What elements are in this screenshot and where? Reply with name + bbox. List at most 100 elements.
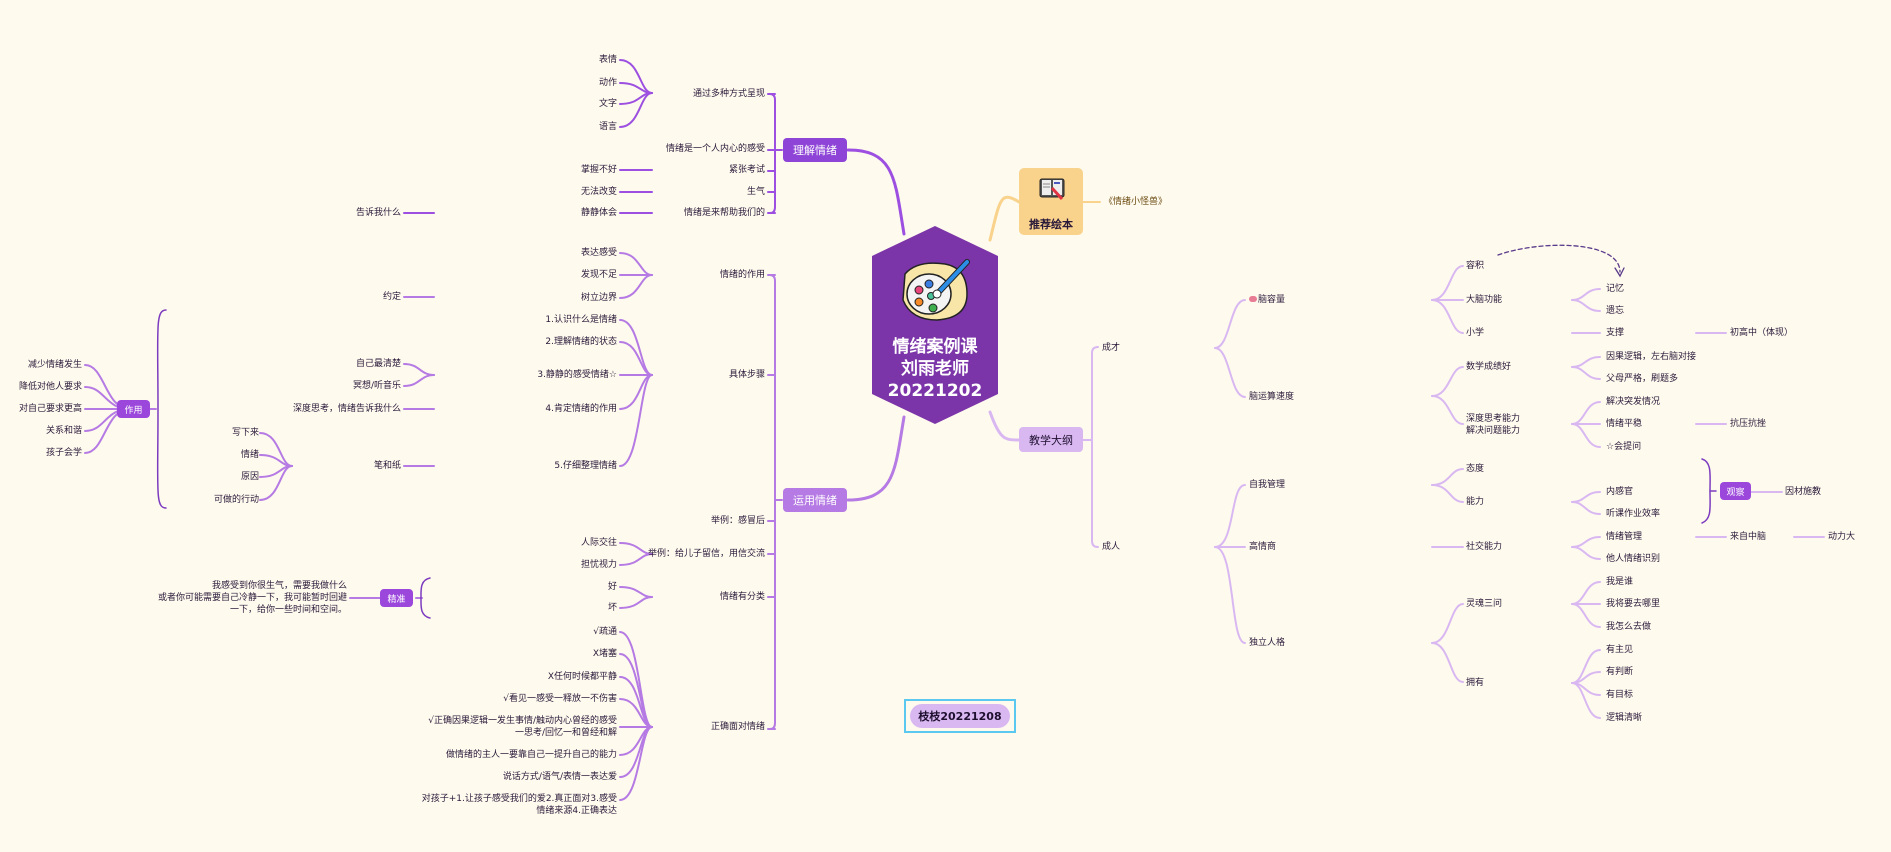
node[interactable]: 紧张考试 [728,165,765,175]
topic-precise[interactable]: 精准 [380,589,413,607]
node[interactable]: 树立边界 [580,293,617,303]
node[interactable]: 支撑 [1606,328,1625,338]
node[interactable]: 笔和纸 [373,461,401,471]
node[interactable]: 独立人格 [1249,638,1286,648]
node[interactable]: 深度思考，情绪告诉我什么 [292,404,401,414]
node[interactable]: 情绪是来帮助我们的 [683,208,765,218]
node[interactable]: 我怎么去做 [1606,622,1652,632]
floating-topic-selected[interactable]: 枝枝20221208 [904,699,1016,733]
node[interactable]: 生气 [746,187,765,197]
node[interactable]: 静静体会 [580,208,617,218]
node[interactable]: 听课作业效率 [1606,509,1661,519]
node[interactable]: 5.仔细整理情绪 [554,461,617,471]
node[interactable]: 解决突发情况 [1606,397,1661,407]
node[interactable]: 坏 [607,603,617,613]
node[interactable]: ☆会提问 [1606,442,1642,452]
topic-syllabus[interactable]: 教学大纲 [1019,427,1083,452]
node[interactable]: 成才 [1102,343,1121,353]
node[interactable]: 人际交往 [580,538,617,548]
node[interactable]: √疏通 [593,627,617,637]
node[interactable]: 因材施教 [1785,487,1822,497]
node[interactable]: 抗压抗挫 [1730,419,1767,429]
node[interactable]: 担忧视力 [580,560,617,570]
node[interactable]: 举例：感冒后 [710,516,765,526]
node[interactable]: 成人 [1102,542,1121,552]
node[interactable]: 小学 [1466,328,1485,338]
node[interactable]: 好 [607,582,617,592]
node[interactable]: 记忆 [1606,284,1625,294]
node[interactable]: 内感官 [1606,487,1634,497]
node[interactable]: 动作 [598,78,617,88]
node[interactable]: X堵塞 [592,649,617,659]
node[interactable]: 情绪有分类 [719,592,765,602]
node[interactable]: 情绪是一个人内心的感受 [665,144,765,154]
node[interactable]: 灵魂三问 [1466,599,1503,609]
node[interactable]: 可做的行动 [213,495,259,505]
node-precise-text[interactable]: 我感受到你很生气，需要我做什么 或者你可能需要自己冷静一下，我可能暂时回避 一下… [157,581,347,615]
node[interactable]: 深度思考能力 解决问题能力 [1466,414,1521,436]
node[interactable]: 写下来 [231,428,259,438]
topic-understand-emotion[interactable]: 理解情绪 [783,138,847,162]
node[interactable]: 他人情绪识别 [1606,554,1661,564]
node[interactable]: 原因 [240,472,259,482]
topic-apply-emotion[interactable]: 运用情绪 [783,488,847,512]
node[interactable]: 3.静静的感受情绪☆ [537,370,617,380]
node[interactable]: 情绪 [240,450,259,460]
node[interactable]: 举例：给儿子留信，用信交流 [647,549,765,559]
node[interactable]: 约定 [382,292,401,302]
node[interactable]: 大脑功能 [1466,295,1503,305]
node[interactable]: 冥想/听音乐 [352,381,401,391]
node[interactable]: 我是谁 [1606,577,1634,587]
node[interactable]: 因果逻辑，左右脑对接 [1606,352,1697,362]
node[interactable]: 初高中（体现） [1730,328,1794,338]
node[interactable]: 拥有 [1466,678,1485,688]
node[interactable]: 减少情绪发生 [27,360,82,370]
node[interactable]: 表情 [598,55,617,65]
node[interactable]: 我将要去哪里 [1606,599,1661,609]
node[interactable]: 容积 [1466,261,1485,271]
book-item[interactable]: 《情绪小怪兽》 [1104,197,1168,207]
node[interactable]: 高情商 [1249,542,1277,552]
node[interactable]: 无法改变 [580,187,617,197]
node[interactable]: 情绪的作用 [719,270,765,280]
node[interactable]: 做情绪的主人一要靠自己一提升自己的能力 [445,750,617,760]
node[interactable]: 能力 [1466,497,1485,507]
node[interactable]: 自己最清楚 [355,359,401,369]
node[interactable]: 有判断 [1606,667,1634,677]
node[interactable]: 对孩子+1.让孩子感受我们的爱2.真正面对3.感受 情绪来源4.正确表达 [421,794,617,816]
node[interactable]: 告诉我什么 [355,208,401,218]
central-topic[interactable]: 情绪案例课 刘雨老师 20221202 [872,226,998,424]
node[interactable]: 1.认识什么是情绪 [545,315,617,325]
node[interactable]: 数学成绩好 [1466,362,1512,372]
node[interactable]: 自我管理 [1249,480,1286,490]
node[interactable]: 来自中脑 [1730,532,1767,542]
node[interactable]: 发现不足 [580,270,617,280]
node[interactable]: 社交能力 [1466,542,1503,552]
node[interactable]: 通过多种方式呈现 [692,89,765,99]
node[interactable]: 动力大 [1828,532,1856,542]
node[interactable]: 说话方式/语气/表情一表达爱 [502,772,617,782]
node[interactable]: 情绪平稳 [1606,419,1643,429]
node[interactable]: 4.肯定情绪的作用 [545,404,617,414]
node[interactable]: 降低对他人要求 [18,382,82,392]
node[interactable]: 孩子会学 [45,448,82,458]
topic-recommended-books[interactable]: 推荐绘本 [1019,168,1083,235]
node[interactable]: √正确因果逻辑一发生事情/触动内心曾经的感受 一思考/回忆一和曾经和解 [428,716,617,738]
node[interactable]: 表达感受 [580,248,617,258]
node[interactable]: 遗忘 [1606,306,1625,316]
node[interactable]: √看见一感受一释放一不伤害 [503,694,617,704]
node[interactable]: 逻辑清晰 [1606,713,1643,723]
node[interactable]: 正确面对情绪 [710,722,765,732]
node[interactable]: 文字 [598,99,617,109]
node[interactable]: 态度 [1466,464,1485,474]
topic-effect[interactable]: 作用 [117,400,150,418]
node[interactable]: X任何时候都平静 [547,672,617,682]
node[interactable]: 2.理解情绪的状态 [545,337,617,347]
node[interactable]: 具体步骤 [728,370,765,380]
node[interactable]: 对自己要求更高 [18,404,82,414]
node[interactable]: 有目标 [1606,690,1634,700]
node[interactable]: 父母严格，刷题多 [1606,374,1679,384]
node[interactable]: 语言 [598,122,617,132]
node[interactable]: 掌握不好 [580,165,617,175]
node[interactable]: 关系和谐 [45,426,82,436]
